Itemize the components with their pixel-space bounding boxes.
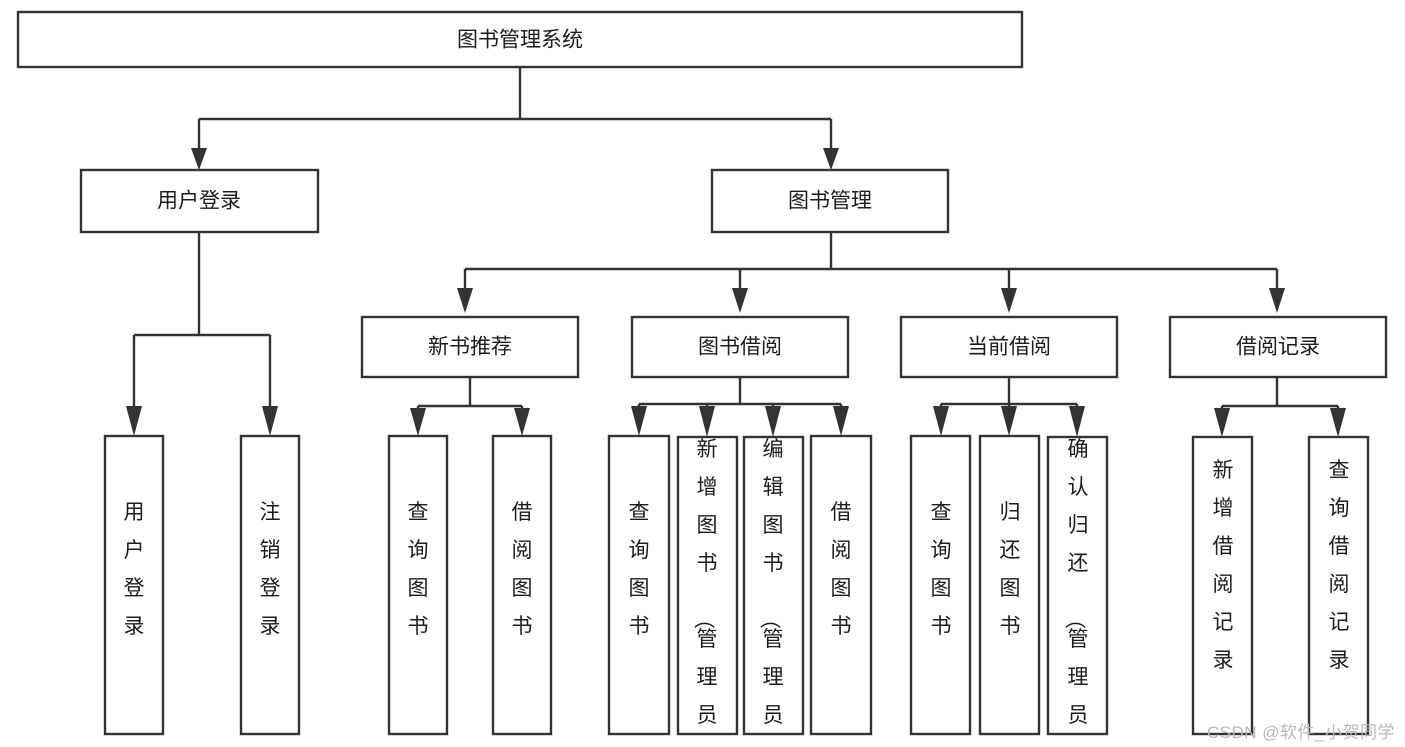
node-borrow-record-label: 借阅记录 xyxy=(1236,336,1320,359)
arrow-cb-to-confirm xyxy=(1069,406,1085,437)
leaf-query-record-label: 查询借阅记录 xyxy=(1329,459,1350,672)
node-root[interactable]: 图书管理系统 xyxy=(16,10,1024,69)
node-borrow-record[interactable]: 借阅记录 xyxy=(1168,315,1388,379)
node-current-borrow[interactable]: 当前借阅 xyxy=(899,315,1119,379)
leaf-query-book-3[interactable]: 查询图书 xyxy=(909,434,972,736)
arrow-ul-to-logout xyxy=(262,406,278,436)
edge-layer xyxy=(126,67,1346,437)
leaf-query-book-2-box[interactable] xyxy=(607,434,671,736)
node-root-box[interactable] xyxy=(16,10,1024,69)
arrow-bb-to-query xyxy=(631,406,647,436)
leaf-query-book-3-box[interactable] xyxy=(909,434,972,736)
leaf-user-login-box[interactable] xyxy=(103,434,165,736)
node-book-mgmt-label: 图书管理 xyxy=(788,190,872,213)
arrow-root-to-user-login xyxy=(191,148,207,170)
leaf-return-book[interactable]: 归还图书 xyxy=(978,434,1041,736)
leaf-logout-box[interactable] xyxy=(239,434,301,736)
node-user-login-box[interactable] xyxy=(79,168,320,234)
leaf-return-book-box[interactable] xyxy=(978,434,1041,736)
leaf-add-record-label: 新增借阅记录 xyxy=(1213,459,1234,672)
node-new-book-rec-label: 新书推荐 xyxy=(428,336,512,359)
leaf-query-record-box[interactable] xyxy=(1307,435,1370,736)
leaf-add-record-box[interactable] xyxy=(1191,435,1254,736)
leaf-edit-book-label: 编辑图书（管理员） xyxy=(758,438,784,747)
arrow-nb-to-query xyxy=(410,408,426,436)
node-user-login-label: 用户登录 xyxy=(157,190,241,213)
arrow-bm-to-bookborrow xyxy=(732,288,748,313)
node-book-borrow-box[interactable] xyxy=(630,315,850,379)
leaf-logout[interactable]: 注销登录 xyxy=(239,434,301,736)
arrow-bm-to-currentborrow xyxy=(1001,288,1017,313)
arrow-bb-to-add xyxy=(699,406,715,437)
node-book-mgmt-box[interactable] xyxy=(710,168,950,234)
arrow-cb-to-query xyxy=(933,406,949,436)
leaf-query-record[interactable]: 查询借阅记录 xyxy=(1307,435,1370,736)
leaf-user-login[interactable]: 用户登录 xyxy=(103,434,165,736)
leaf-confirm-return-box[interactable] xyxy=(1046,435,1109,736)
node-layer: 图书管理系统 用户登录 图书管理 新书推荐 图书借阅 xyxy=(16,10,1388,747)
leaf-borrow-book-1[interactable]: 借阅图书 xyxy=(491,434,553,736)
leaf-add-book-box[interactable] xyxy=(676,435,739,736)
arrow-br-to-add xyxy=(1214,408,1230,437)
leaf-add-book-label: 新增图书（管理员） xyxy=(692,438,718,747)
arrow-root-to-book-mgmt xyxy=(823,148,839,170)
leaf-edit-book[interactable]: 编辑图书（管理员） xyxy=(742,435,805,747)
arrow-bb-to-edit xyxy=(765,406,781,437)
leaf-user-login-label: 用户登录 xyxy=(124,501,145,638)
node-new-book-rec-box[interactable] xyxy=(360,315,580,379)
leaf-return-book-label: 归还图书 xyxy=(1000,501,1021,638)
leaf-query-book-2-label: 查询图书 xyxy=(629,501,650,638)
node-new-book-rec[interactable]: 新书推荐 xyxy=(360,315,580,379)
node-borrow-record-box[interactable] xyxy=(1168,315,1388,379)
leaf-edit-book-box[interactable] xyxy=(742,435,805,736)
node-current-borrow-label: 当前借阅 xyxy=(967,336,1051,359)
arrow-ul-to-login xyxy=(126,406,142,436)
arrow-bm-to-borrowrecord xyxy=(1269,288,1285,313)
leaf-query-book-1[interactable]: 查询图书 xyxy=(387,434,449,736)
leaf-query-book-1-box[interactable] xyxy=(387,434,449,736)
node-book-mgmt[interactable]: 图书管理 xyxy=(710,168,950,234)
leaf-confirm-return[interactable]: 确认归还（管理员） xyxy=(1046,435,1109,747)
leaf-borrow-book-1-label: 借阅图书 xyxy=(512,501,533,638)
leaf-logout-label: 注销登录 xyxy=(260,501,281,638)
arrow-bb-to-borrow xyxy=(833,406,849,436)
leaf-borrow-book-2-box[interactable] xyxy=(809,434,873,736)
leaf-query-book-1-label: 查询图书 xyxy=(408,501,429,638)
node-user-login[interactable]: 用户登录 xyxy=(79,168,320,234)
leaf-confirm-return-label: 确认归还（管理员） xyxy=(1063,438,1089,747)
leaf-add-record[interactable]: 新增借阅记录 xyxy=(1191,435,1254,736)
arrow-br-to-query xyxy=(1330,408,1346,437)
arrow-nb-to-borrow xyxy=(514,408,530,436)
csdn-watermark: CSDN @软件_小贺同学 xyxy=(1206,723,1395,742)
arrow-cb-to-return xyxy=(1001,406,1017,436)
node-book-borrow-label: 图书借阅 xyxy=(698,336,782,359)
leaf-query-book-3-label: 查询图书 xyxy=(931,501,952,638)
leaf-borrow-book-2-label: 借阅图书 xyxy=(831,501,852,638)
leaf-query-book-2[interactable]: 查询图书 xyxy=(607,434,671,736)
leaf-borrow-book-2[interactable]: 借阅图书 xyxy=(809,434,873,736)
arrow-bm-to-newbook xyxy=(457,288,473,313)
node-book-borrow[interactable]: 图书借阅 xyxy=(630,315,850,379)
leaf-borrow-book-1-box[interactable] xyxy=(491,434,553,736)
leaf-add-book[interactable]: 新增图书（管理员） xyxy=(676,435,739,747)
node-current-borrow-box[interactable] xyxy=(899,315,1119,379)
node-root-label: 图书管理系统 xyxy=(457,29,583,52)
